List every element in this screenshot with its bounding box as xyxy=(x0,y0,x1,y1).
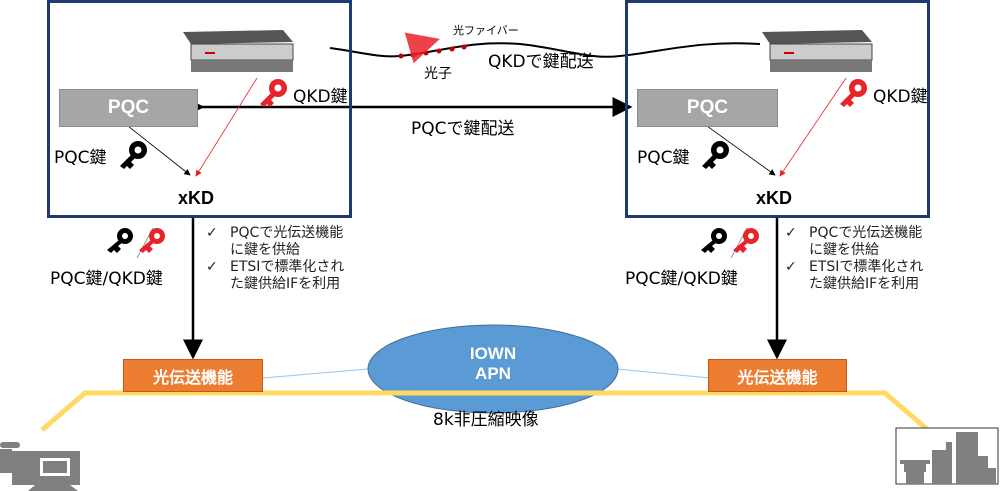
qkd-fiber-curve xyxy=(329,42,761,58)
optical-transport-left: 光伝送機能 xyxy=(123,359,263,392)
video-label: 8k非圧縮映像 xyxy=(433,410,539,430)
apn-label: IOWN APN xyxy=(469,344,517,383)
xkd-label-left: xKD xyxy=(178,188,215,208)
notes-right: ✓PQCで光伝送機能 に鍵を供給 ✓ETSIで標準化され た鍵供給IFを利用 xyxy=(785,225,924,292)
pqc-delivery-label: PQCで鍵配送 xyxy=(411,119,515,139)
qkd-key-label-right: QKD鍵 xyxy=(873,87,928,107)
fiber-label: 光ファイバー xyxy=(453,24,519,37)
key-slash-right xyxy=(730,227,748,259)
photon-direction-arrow xyxy=(404,32,440,64)
pqc-box-left: PQC xyxy=(59,89,198,127)
pqc-box-right: PQC xyxy=(637,89,778,127)
apn-link-right xyxy=(616,368,711,379)
photon-label: 光子 xyxy=(424,66,452,82)
keys-label-left: PQC鍵/QKD鍵 xyxy=(50,269,163,289)
notes-left: ✓PQCで光伝送機能 に鍵を供給 ✓ETSIで標準化され た鍵供給IFを利用 xyxy=(206,225,345,292)
qkd-to-xkd-arrow-left xyxy=(195,77,258,177)
qkd-delivery-label: QKDで鍵配送 xyxy=(488,52,594,72)
keys-label-right: PQC鍵/QKD鍵 xyxy=(625,269,738,289)
qkd-to-xkd-arrow-right xyxy=(779,77,847,177)
key-slash-left xyxy=(136,227,154,259)
xkd-label-right: xKD xyxy=(756,188,793,208)
apn-link-left xyxy=(262,368,369,379)
qkd-key-label-left: QKD鍵 xyxy=(293,87,348,107)
pqc-to-xkd-arrow-right xyxy=(706,125,776,176)
pqc-key-label-left: PQC鍵 xyxy=(54,148,107,168)
optical-transport-right: 光伝送機能 xyxy=(708,359,847,392)
pqc-key-label-right: PQC鍵 xyxy=(637,148,690,168)
pqc-to-xkd-arrow-left xyxy=(127,125,191,176)
site-box-right xyxy=(625,0,930,218)
site-box-left xyxy=(47,0,352,218)
